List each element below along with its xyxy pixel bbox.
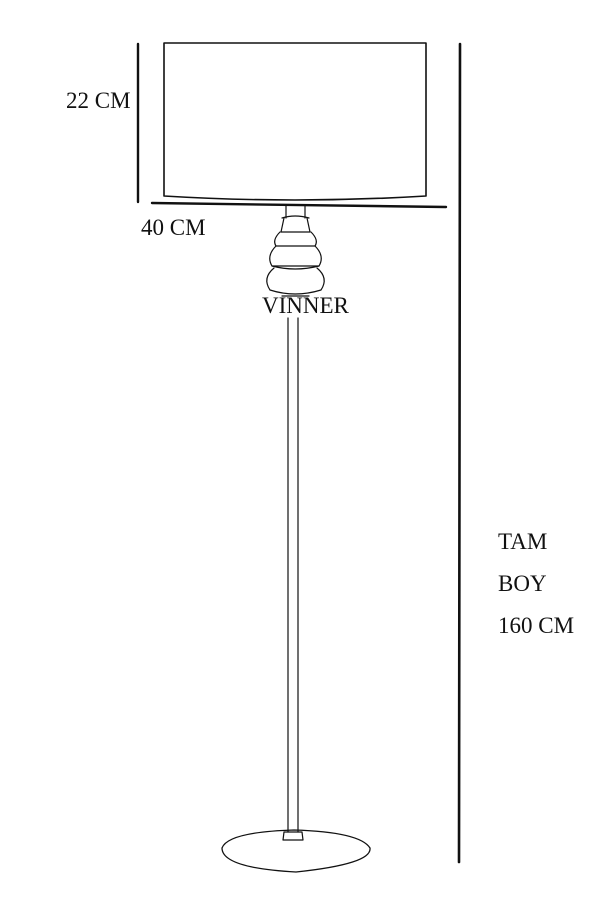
lamp-shade — [163, 42, 427, 201]
model-name-label: VINNER — [262, 293, 349, 318]
shade-width-label: 40 CM — [141, 215, 206, 240]
shade-height-label: 22 CM — [66, 88, 131, 113]
shade-width-dimension-line — [150, 201, 448, 209]
total-height-label-line-1: TAM — [498, 529, 548, 554]
lamp-pole — [282, 317, 304, 841]
lamp-base — [221, 829, 371, 873]
lamp-body — [266, 204, 325, 297]
total-height-value-label: 160 CM — [498, 613, 575, 638]
total-height-dimension-line — [457, 42, 462, 864]
total-height-label-line-2: BOY — [498, 571, 547, 596]
